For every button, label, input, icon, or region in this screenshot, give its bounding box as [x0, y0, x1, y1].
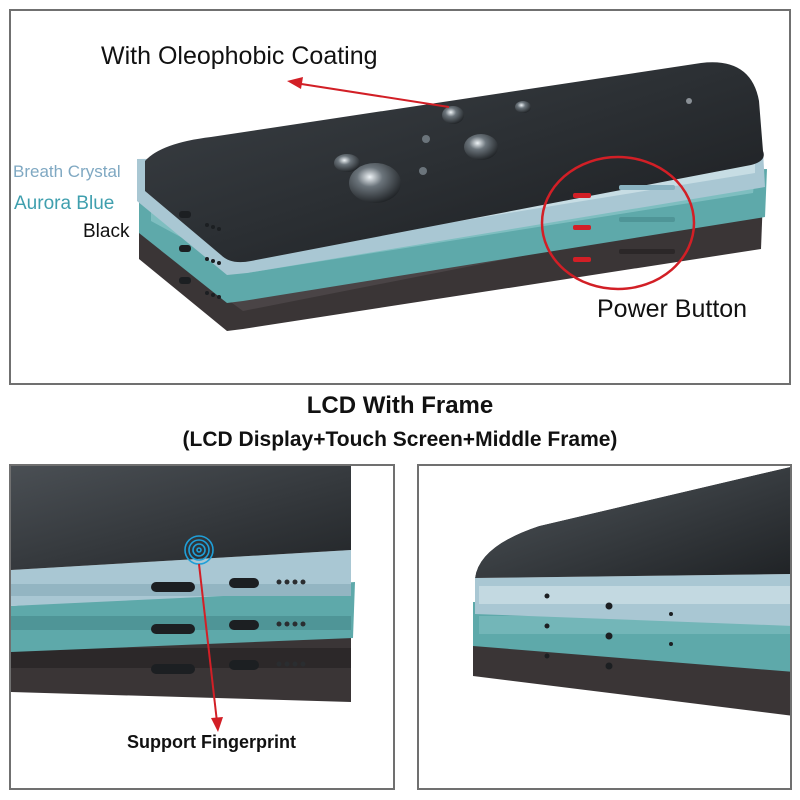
product-subtitle: (LCD Display+Touch Screen+Middle Frame) [182, 428, 618, 451]
fingerprint-label: Support Fingerprint [127, 732, 296, 752]
phone-screen [145, 62, 764, 263]
front-camera-dot [686, 98, 692, 104]
power-button-highlight-circle [540, 155, 696, 291]
phones-bottom-edge-illustration [11, 466, 393, 732]
top-photo-panel: With Oleophobic Coating Power Button Bre… [9, 9, 791, 385]
top-edge-photo-panel [417, 464, 792, 790]
fingerprint-photo-panel: Support Fingerprint [9, 464, 395, 790]
color-label-breath-crystal: Breath Crystal [13, 162, 121, 181]
color-label-aurora-blue: Aurora Blue [14, 193, 115, 214]
coating-arrow [287, 77, 450, 108]
power-button-label: Power Button [597, 295, 748, 323]
color-label-black: Black [83, 221, 130, 242]
coating-label: With Oleophobic Coating [101, 42, 378, 70]
bottom-ports [179, 211, 221, 299]
fingerprint-arrow [198, 563, 223, 732]
product-title: LCD With Frame [306, 392, 494, 419]
stacked-phones-illustration [137, 62, 767, 331]
phones-top-edge-illustration [419, 466, 790, 716]
side-buttons [573, 185, 675, 262]
water-droplets [334, 101, 531, 203]
